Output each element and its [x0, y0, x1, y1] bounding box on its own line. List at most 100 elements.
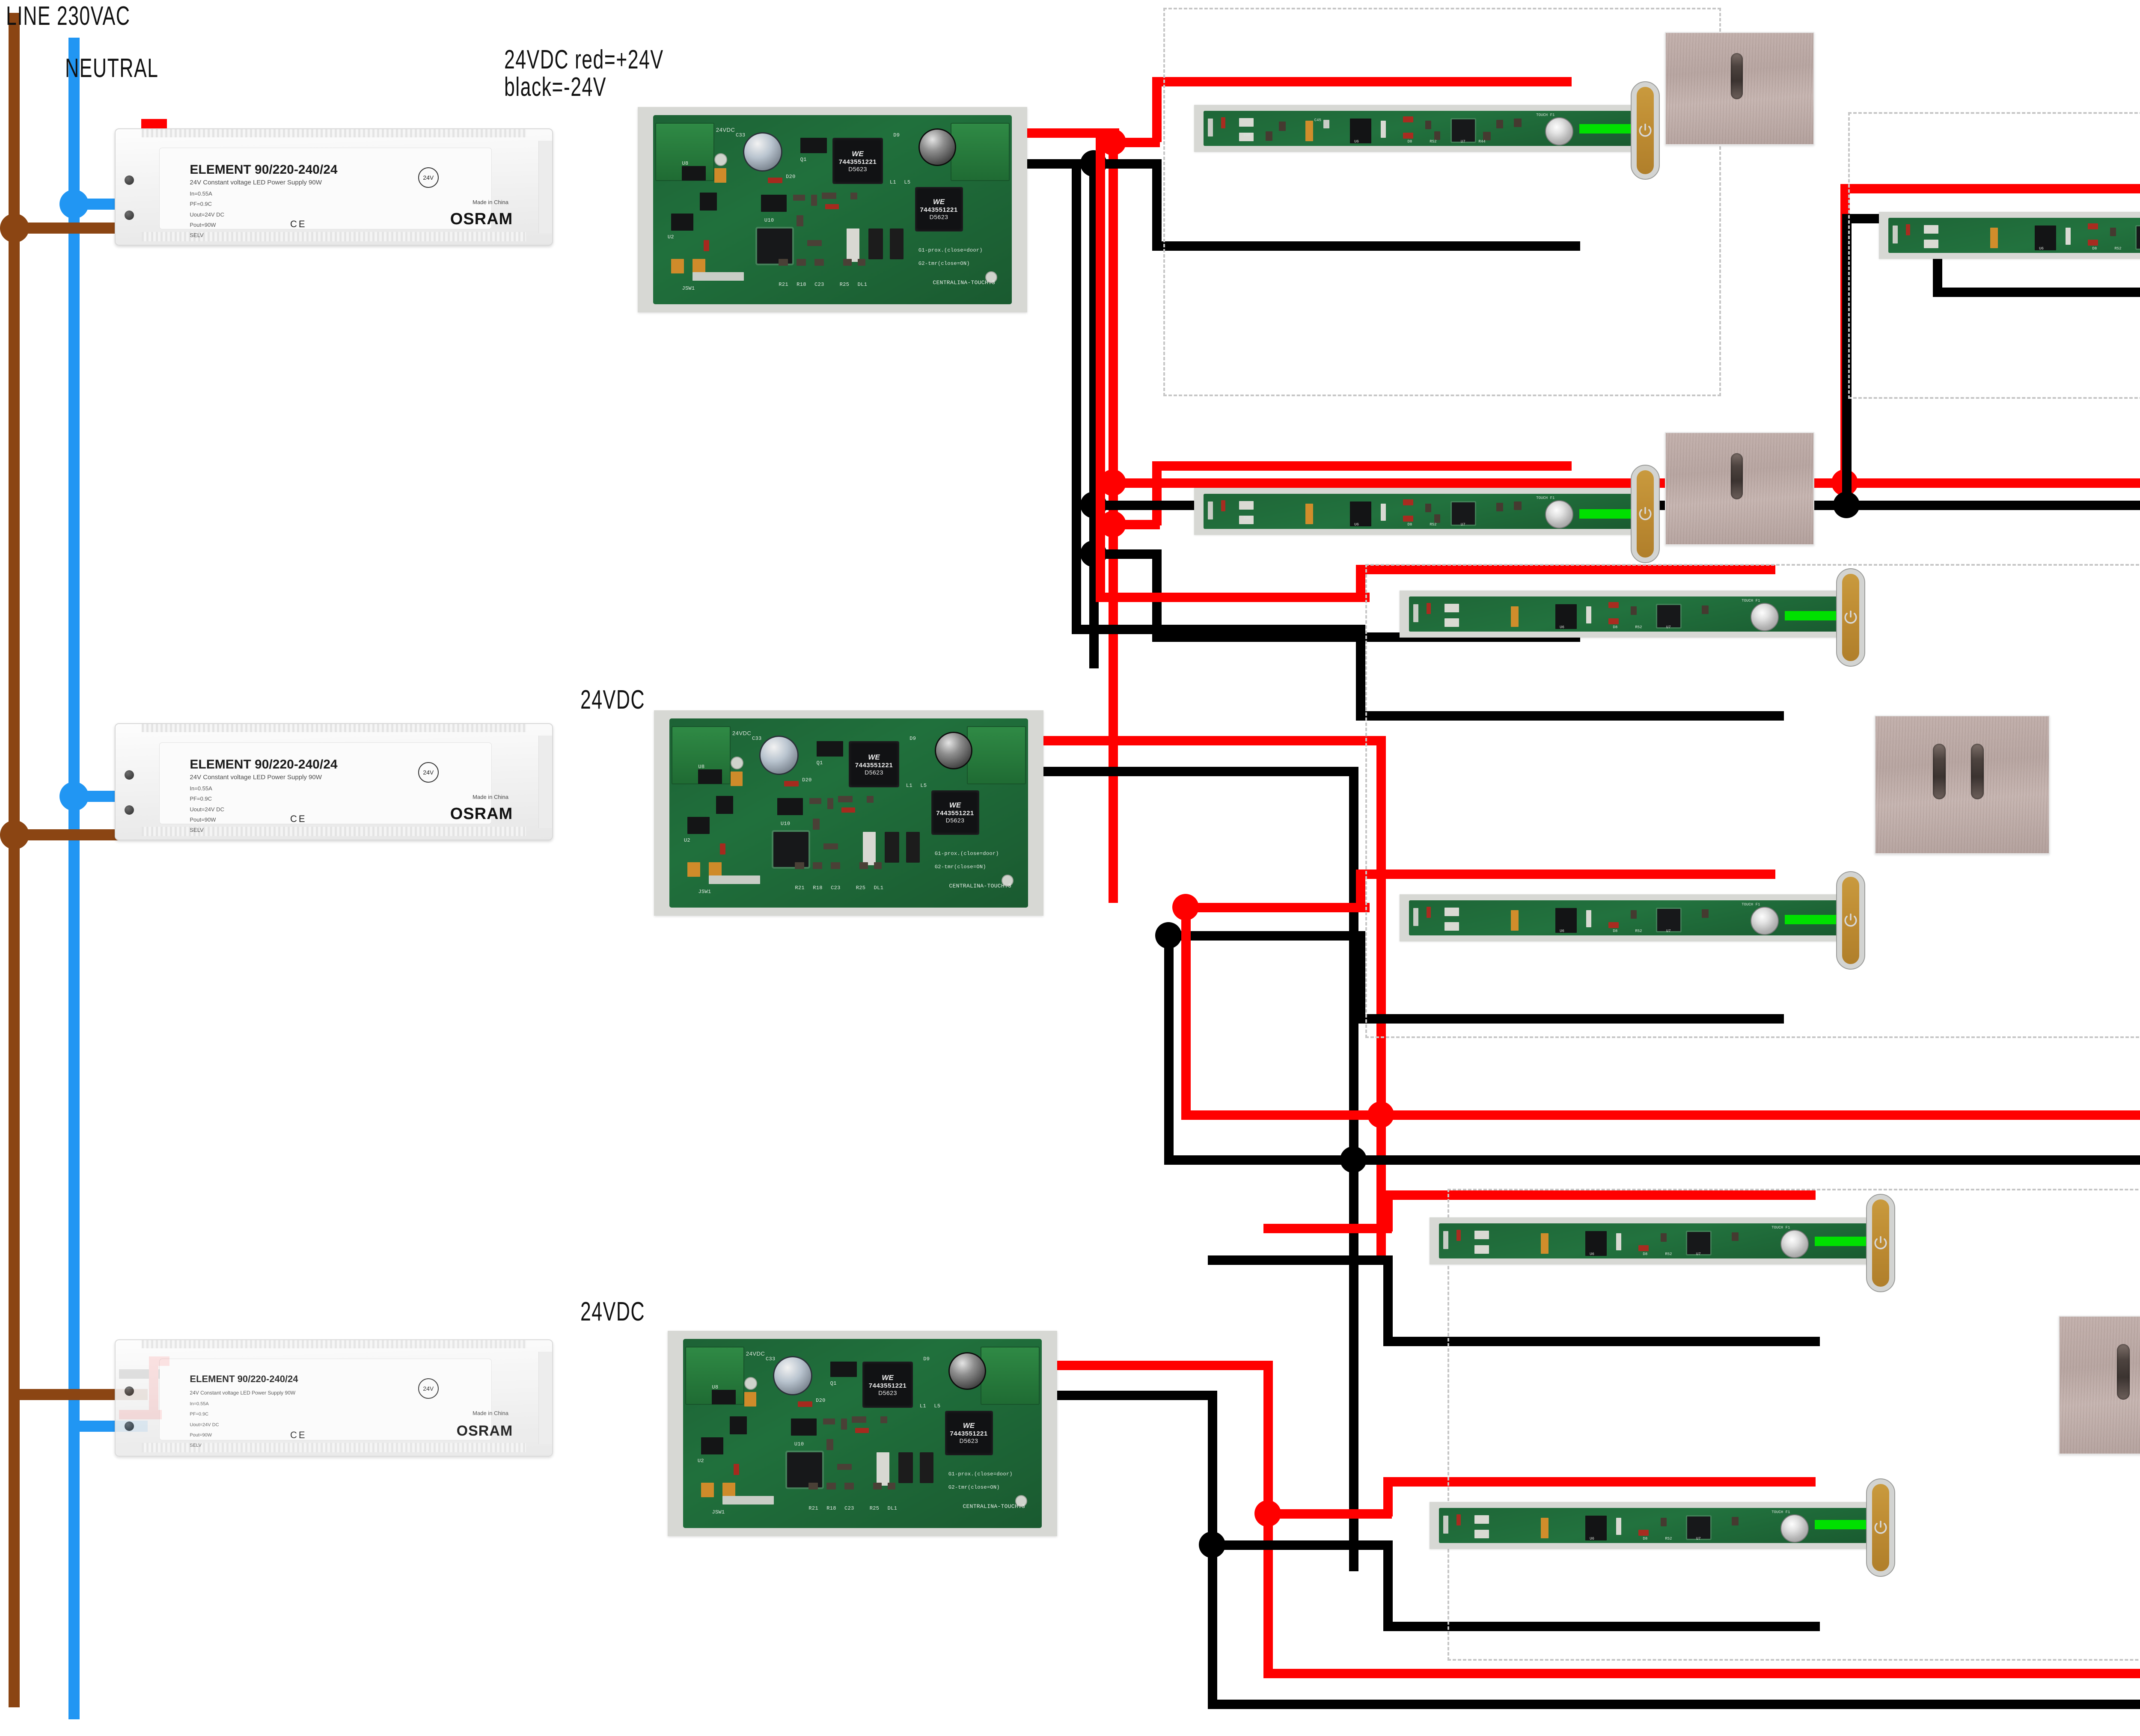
jumper-jsw1[interactable]	[693, 272, 744, 281]
resistor-r44	[1630, 910, 1637, 919]
touch-sense-pad[interactable]	[1545, 500, 1573, 528]
wall-plate-2[interactable]	[1665, 432, 1814, 545]
touch-module-4[interactable]: TOUCH F1 U6 D8 R52 U7	[1400, 591, 1862, 638]
output-terminal-block[interactable]	[981, 1346, 1040, 1405]
resistor-r9	[880, 1416, 887, 1424]
touch-module-7[interactable]: TOUCH F1 U6 D8 R52 U7	[1430, 1502, 1892, 1549]
touch-button-4[interactable]	[1836, 568, 1865, 667]
jumper-jsw1[interactable]	[722, 1496, 774, 1505]
touch1-neg-bottom	[1152, 241, 1580, 251]
diode-d8	[1608, 922, 1619, 928]
plate-slot-1[interactable]	[2116, 1344, 2130, 1400]
power-supply-mid[interactable]: ELEMENT 90/220-240/24 24V Constant volta…	[115, 723, 553, 840]
plate-slot-1[interactable]	[1932, 744, 1946, 799]
touch-button-7[interactable]	[1866, 1478, 1895, 1577]
silk-r52: R52	[1665, 1252, 1672, 1257]
resistor-560	[1444, 907, 1459, 916]
psu-24v-marking: 24V	[418, 1378, 439, 1399]
touch-button-5[interactable]	[1836, 871, 1865, 970]
psu-brand-osram: OSRAM	[450, 210, 513, 228]
silk-c23: C23	[831, 884, 841, 891]
touch-sense-pad[interactable]	[1545, 117, 1573, 145]
touch-sense-pad[interactable]	[1750, 906, 1779, 935]
touch7-pos-feed	[1263, 1509, 1392, 1519]
touch-button-1[interactable]	[1631, 81, 1660, 180]
silk-l5: D9	[893, 132, 900, 138]
touch4-pos-feed	[1096, 593, 1370, 602]
silk-r18: R18	[826, 1505, 836, 1511]
cap-c21	[701, 1482, 714, 1497]
ctrl1-pos-out	[1023, 128, 1119, 138]
power-supply-bottom[interactable]: ELEMENT 90/220-240/24 24V Constant volta…	[115, 1339, 553, 1457]
plate-slot-1[interactable]	[1730, 53, 1743, 99]
psu-side-panel	[538, 1352, 552, 1444]
power-supply-top[interactable]: ELEMENT 90/220-240/24 24V Constant volta…	[115, 128, 553, 246]
silk-dl1: DL1	[874, 884, 884, 891]
controller-board-3[interactable]: 24VDC WE 7443551221 D5623 WE 7443551221 …	[668, 1331, 1057, 1536]
touch7-pos-riser	[1383, 1477, 1393, 1516]
pad-left	[1892, 226, 1898, 244]
controller-board-2[interactable]: 24VDC WE 7443551221 D5623 WE 7443551221 …	[654, 710, 1043, 916]
silk-g1-function: G1-prox.(close=door)	[934, 851, 999, 857]
touch7-neg-feed	[1208, 1540, 1389, 1550]
resistor-r21	[808, 1482, 818, 1490]
inductor-date-code: D5623	[959, 1437, 978, 1445]
jumper-jsw1[interactable]	[709, 875, 761, 884]
touch-module-6[interactable]: TOUCH F1 U6 D8 R52 U7	[1430, 1217, 1892, 1264]
transistor-s1	[716, 796, 734, 814]
touch-module-5[interactable]: TOUCH F1 U6 D8 R52 U7	[1400, 894, 1862, 941]
touch4-green-signal	[1785, 611, 1838, 620]
psu-spec-0: In=0.55A	[190, 190, 212, 197]
ic-u8	[712, 1390, 736, 1405]
touch-pcb: TOUCH F1 U6 D8 R52 U7 330	[1203, 494, 1647, 529]
silk-q1: Q1	[830, 1380, 837, 1387]
touch-sense-pad[interactable]	[1750, 602, 1779, 631]
transistor-s1	[700, 193, 717, 211]
silk-d20: D20	[786, 174, 796, 180]
controller-board-1[interactable]: 24VDC WE 7443551221 D5623 WE 7443551221 …	[638, 107, 1027, 312]
resistor-560	[1474, 1230, 1489, 1239]
led-dl1	[857, 258, 865, 266]
touch-module-3[interactable]: TOUCH F1 U6 D8 R52 U7	[1879, 212, 2140, 259]
touch-pcb: TOUCH F1 U6 D8 R52 U7	[1888, 218, 2140, 253]
plate-slot-1[interactable]	[1730, 453, 1743, 499]
resistor-330	[1444, 618, 1459, 627]
touch6-pos-riser	[1383, 1190, 1393, 1232]
silk-touch-f1: TOUCH F1	[1771, 1510, 1790, 1515]
resistor-r18	[826, 1482, 836, 1490]
mains-line-trunk	[9, 13, 20, 1707]
touch-button-6[interactable]	[1866, 1194, 1895, 1292]
wall-plate-4[interactable]	[1875, 715, 2050, 854]
touch1-pos-riser	[1152, 77, 1162, 142]
ctrl2-neg-out	[1023, 767, 1357, 776]
power-resistor-r26	[847, 228, 860, 262]
resistor-r47	[793, 194, 805, 201]
psu-label-area	[159, 742, 492, 825]
psu-ridge-top	[142, 724, 526, 732]
plate-slot-2[interactable]	[1971, 744, 1984, 799]
inductor-l5: WE 7443551221 D5623	[862, 1362, 913, 1408]
cap-c45	[1990, 228, 1998, 249]
touch-sense-pad[interactable]	[1780, 1514, 1809, 1543]
regulator-u2	[687, 816, 710, 834]
touch2-neg-feed	[1089, 549, 1160, 559]
touch-button-2[interactable]	[1631, 465, 1660, 563]
wall-plate-5[interactable]	[2059, 1316, 2140, 1454]
touch-sense-pad[interactable]	[1780, 1229, 1809, 1258]
touch1-green-signal	[1579, 124, 1633, 134]
bathroom-neg-run	[1208, 1700, 2140, 1709]
cap-c46	[730, 771, 743, 786]
pcb-substrate: 24VDC WE 7443551221 D5623 WE 7443551221 …	[683, 1339, 1042, 1528]
output-terminal-block[interactable]	[951, 122, 1010, 181]
diode-d21	[703, 240, 709, 251]
ic-u10	[761, 194, 787, 212]
resistor-560	[1474, 1515, 1489, 1524]
diode-d16	[1456, 1514, 1461, 1525]
silk-u7: U7	[1460, 522, 1465, 527]
wall-plate-1[interactable]	[1665, 32, 1814, 145]
psu-made-in: Made in China	[473, 1410, 508, 1417]
output-terminal-block[interactable]	[967, 726, 1026, 785]
mounting-hole-2	[1002, 875, 1014, 887]
diode-d16	[1427, 602, 1431, 614]
diode-d9	[906, 832, 920, 863]
